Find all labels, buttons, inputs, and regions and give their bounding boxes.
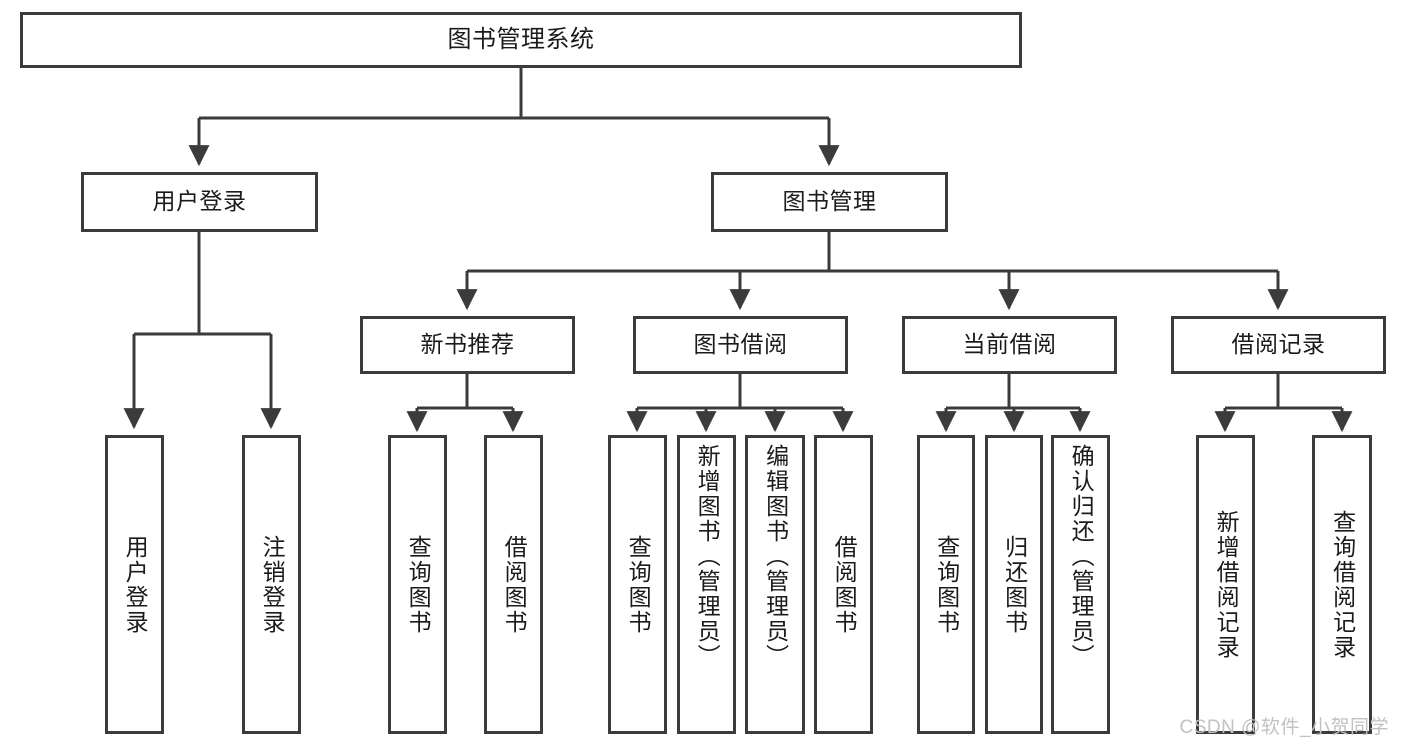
- node-user-login-label: 用户登录: [152, 188, 247, 215]
- leaf-return-book-label: 归还图书: [1001, 534, 1028, 635]
- node-root[interactable]: 图书管理系统: [20, 12, 1022, 68]
- leaf-borrow-book-recommend[interactable]: 借阅图书: [484, 435, 543, 734]
- leaf-return-book[interactable]: 归还图书: [985, 435, 1043, 734]
- node-borrow-record-label: 借阅记录: [1231, 331, 1326, 358]
- node-current-borrow[interactable]: 当前借阅: [902, 316, 1117, 374]
- leaf-query-book-current[interactable]: 查询图书: [917, 435, 975, 734]
- leaf-borrow-book-label: 借阅图书: [831, 534, 858, 635]
- leaf-query-book[interactable]: 查询图书: [608, 435, 667, 734]
- node-root-label: 图书管理系统: [447, 25, 595, 53]
- node-book-borrow-label: 图书借阅: [693, 331, 788, 358]
- leaf-user-logout-label: 注销登录: [259, 534, 286, 635]
- node-book-management-label: 图书管理: [782, 188, 877, 215]
- leaf-add-book-admin-label: 新增图书（管理员）: [694, 444, 721, 669]
- leaf-add-borrow-record[interactable]: 新增借阅记录: [1196, 435, 1255, 734]
- leaf-query-borrow-record[interactable]: 查询借阅记录: [1312, 435, 1372, 734]
- leaf-borrow-book-recommend-label: 借阅图书: [501, 534, 528, 635]
- leaf-borrow-book[interactable]: 借阅图书: [814, 435, 873, 734]
- leaf-add-book-admin[interactable]: 新增图书（管理员）: [677, 435, 736, 734]
- node-user-login[interactable]: 用户登录: [81, 172, 318, 232]
- leaf-edit-book-admin[interactable]: 编辑图书（管理员）: [745, 435, 805, 734]
- leaf-query-book-current-label: 查询图书: [933, 534, 960, 635]
- leaf-user-login-label: 用户登录: [122, 534, 149, 635]
- leaf-query-book-recommend-label: 查询图书: [405, 534, 432, 635]
- leaf-user-logout[interactable]: 注销登录: [242, 435, 301, 734]
- node-new-book-recommend-label: 新书推荐: [420, 331, 515, 358]
- leaf-confirm-return-admin[interactable]: 确认归还（管理员）: [1051, 435, 1110, 734]
- leaf-query-book-label: 查询图书: [625, 534, 652, 635]
- leaf-add-borrow-record-label: 新增借阅记录: [1213, 509, 1240, 660]
- leaf-confirm-return-admin-label: 确认归还（管理员）: [1068, 444, 1095, 669]
- node-new-book-recommend[interactable]: 新书推荐: [360, 316, 575, 374]
- leaf-user-login[interactable]: 用户登录: [105, 435, 164, 734]
- node-borrow-record[interactable]: 借阅记录: [1171, 316, 1386, 374]
- node-book-management[interactable]: 图书管理: [711, 172, 948, 232]
- csdn-watermark: CSDN @软件_小贺同学: [1179, 717, 1389, 738]
- leaf-query-borrow-record-label: 查询借阅记录: [1329, 509, 1356, 660]
- leaf-edit-book-admin-label: 编辑图书（管理员）: [762, 444, 789, 669]
- node-current-borrow-label: 当前借阅: [962, 331, 1057, 358]
- node-book-borrow[interactable]: 图书借阅: [633, 316, 848, 374]
- leaf-query-book-recommend[interactable]: 查询图书: [388, 435, 447, 734]
